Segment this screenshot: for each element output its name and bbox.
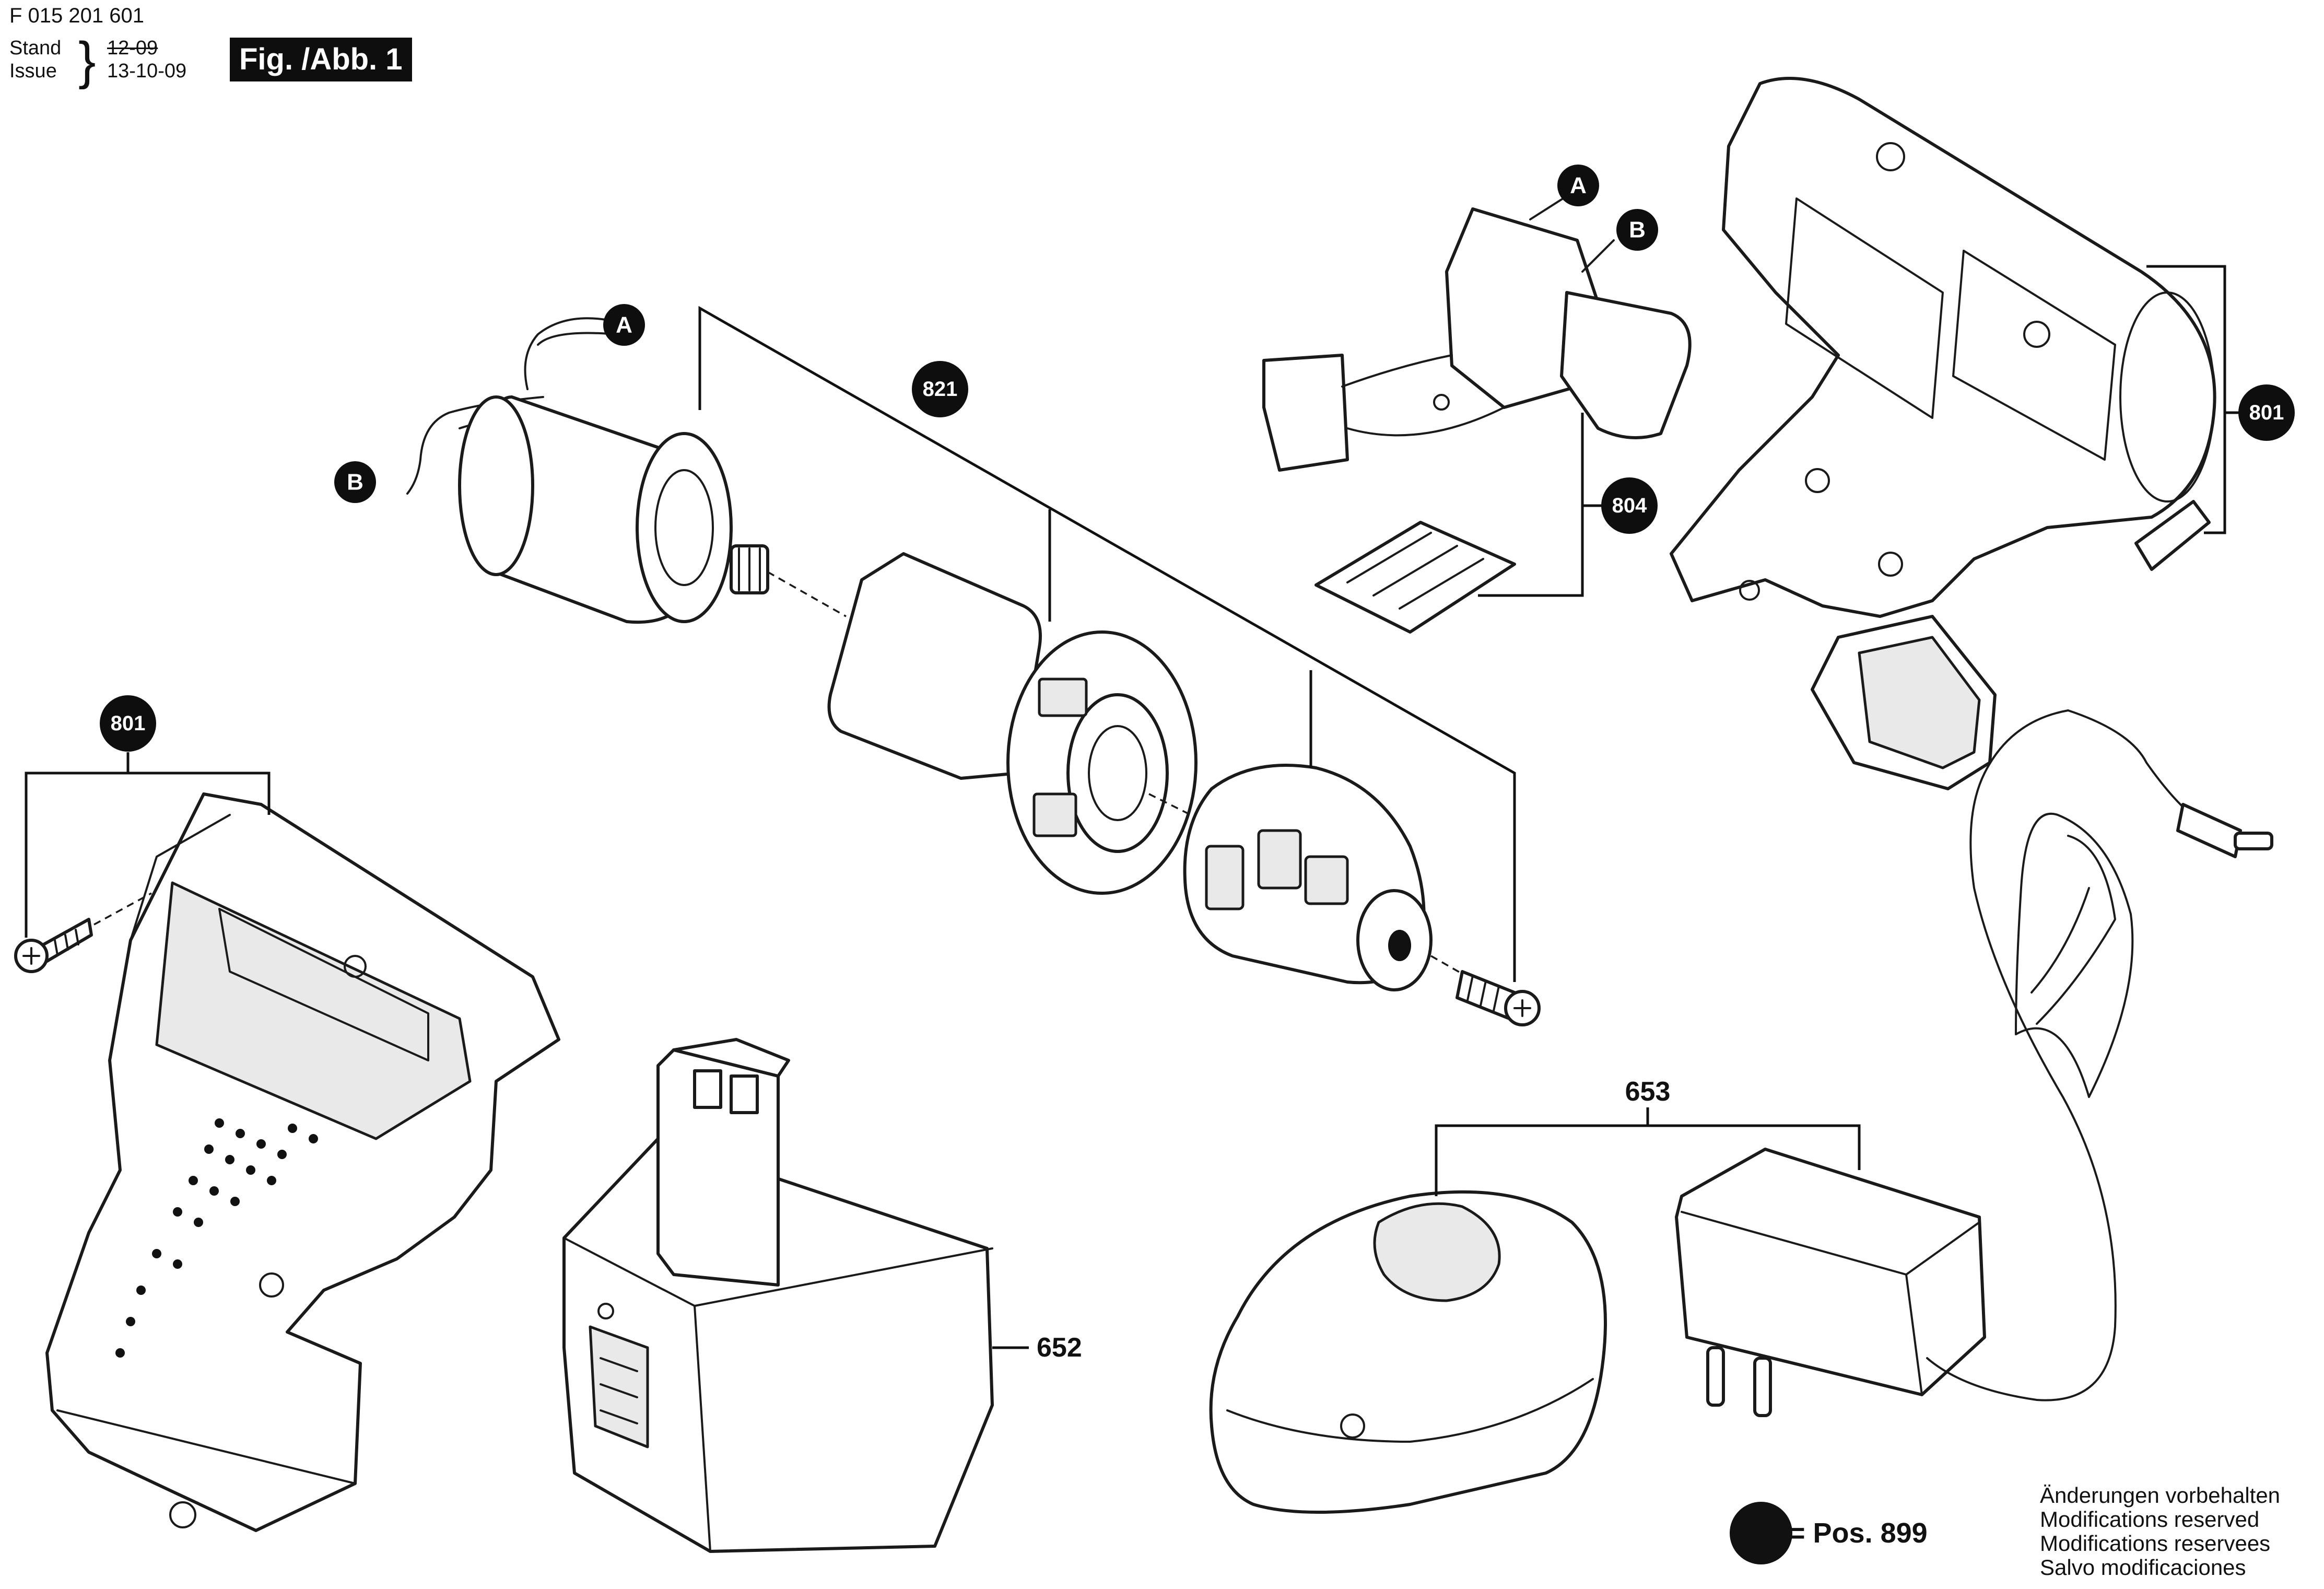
issue-date: 13-10-09 bbox=[107, 60, 187, 82]
motor-front-plate bbox=[636, 432, 733, 623]
svg-text:B: B bbox=[347, 470, 363, 495]
svg-text:A: A bbox=[1570, 173, 1587, 198]
housing-shell-right bbox=[1670, 77, 2216, 618]
svg-text:801: 801 bbox=[111, 712, 146, 735]
adapter-cable bbox=[1926, 772, 2117, 1401]
motor-drawing bbox=[406, 317, 847, 624]
svg-text:821: 821 bbox=[923, 378, 958, 401]
chuck-drawing bbox=[1183, 764, 1468, 991]
housing-clip bbox=[2134, 500, 2211, 571]
switch-slider-drawing bbox=[1314, 521, 1516, 634]
slider-plate bbox=[1314, 521, 1516, 634]
battery-release-button bbox=[589, 1325, 649, 1448]
chuck-screw-drawing bbox=[1456, 970, 1541, 1026]
right-housing-leader bbox=[2146, 265, 2226, 534]
gearbox-drawing bbox=[827, 552, 1212, 895]
switch-trigger bbox=[1560, 291, 1692, 439]
callout-821: 821 bbox=[912, 361, 968, 417]
switch-group-leader bbox=[1478, 413, 1584, 597]
power-adapter-drawing bbox=[1675, 709, 2273, 1417]
cable-plug-tip bbox=[2234, 832, 2273, 850]
svg-text:A: A bbox=[616, 312, 632, 338]
adapter-body bbox=[1675, 1148, 1986, 1396]
footer-notes: Änderungen vorbehalten Modifications res… bbox=[2040, 1483, 2322, 1580]
callout-wire-b: B bbox=[334, 461, 376, 503]
adapter-prong-right bbox=[1753, 1357, 1772, 1417]
housing-screw-drawing bbox=[14, 892, 152, 973]
footer-note-de: Änderungen vorbehalten bbox=[2040, 1483, 2281, 1508]
brace-glyph: } bbox=[78, 31, 96, 90]
stand-label: Stand bbox=[9, 37, 62, 59]
motor-wire-a bbox=[524, 317, 607, 390]
callout-801-right: 801 bbox=[2238, 384, 2295, 441]
motor-end-cap bbox=[458, 395, 534, 576]
gearbox-bore bbox=[1066, 693, 1169, 853]
charger-base-drawing bbox=[1209, 1190, 1607, 1514]
footer-note-es: Salvo modificaciones bbox=[2040, 1555, 2246, 1580]
battery-contact-left bbox=[693, 1069, 722, 1109]
figure-label: Fig. /Abb. 1 bbox=[230, 38, 412, 81]
footer-note-fr: Modifications reservees bbox=[2040, 1531, 2271, 1556]
battery-contact-right bbox=[730, 1074, 759, 1114]
callout-switch-b: B bbox=[1616, 209, 1658, 251]
stand-date: 12-09 bbox=[107, 37, 158, 59]
footer-note-en: Modifications reserved bbox=[2040, 1507, 2260, 1532]
callout-801-left: 801 bbox=[100, 695, 156, 752]
legend-dot bbox=[1730, 1502, 1792, 1564]
callout-653: 653 bbox=[1625, 1077, 1671, 1107]
issue-label: Issue bbox=[9, 60, 57, 82]
callout-switch-a: A bbox=[1557, 165, 1599, 206]
legend-text: = Pos. 899 bbox=[1789, 1517, 1928, 1549]
svg-text:804: 804 bbox=[1612, 494, 1647, 517]
charger-base-socket bbox=[1373, 1202, 1501, 1302]
adapter-prong-left bbox=[1706, 1346, 1725, 1407]
charger-base-body bbox=[1209, 1190, 1607, 1514]
left-housing-drawing bbox=[45, 792, 560, 1532]
switch-body bbox=[1445, 207, 1600, 409]
svg-text:801: 801 bbox=[2249, 401, 2284, 424]
callout-652: 652 bbox=[1037, 1333, 1082, 1363]
switch-terminal-block bbox=[1262, 354, 1349, 472]
cable-coil bbox=[2015, 812, 2134, 1098]
switch-drawing bbox=[1262, 182, 1692, 472]
cable-plug-body bbox=[2176, 803, 2242, 858]
callout-wire-a: A bbox=[603, 304, 645, 346]
document-number: F 015 201 601 bbox=[9, 4, 144, 27]
battery-drawing bbox=[562, 1038, 994, 1553]
grip-texture bbox=[115, 1118, 318, 1358]
housing-shell-left bbox=[45, 792, 560, 1532]
right-housing-drawing bbox=[1670, 77, 2216, 790]
callout-804: 804 bbox=[1601, 477, 1658, 534]
svg-text:B: B bbox=[1629, 217, 1646, 243]
left-housing-leader bbox=[25, 772, 271, 938]
